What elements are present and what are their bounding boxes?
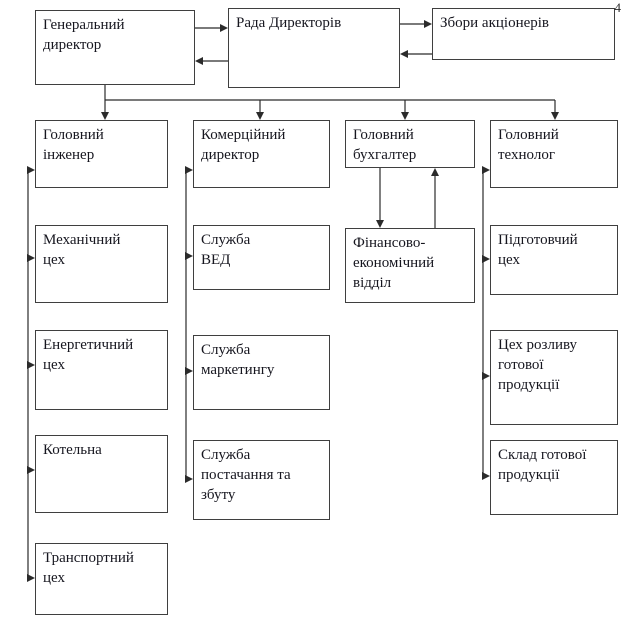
rail-technologist-column	[482, 166, 490, 480]
link-board-shareholders	[400, 20, 432, 58]
box-marketing-service: Служба маркетингу	[193, 335, 330, 410]
box-energy-shop: Енергетичний цех	[35, 330, 168, 410]
box-chief-technologist: Головний технолог	[490, 120, 618, 188]
box-foreign-trade-service: Служба ВЕД	[193, 225, 330, 290]
box-bottling-shop: Цех розливу готової продукції	[490, 330, 618, 425]
link-director-departments	[101, 85, 559, 120]
rail-engineer-column	[27, 166, 35, 582]
page-number: 4	[614, 0, 622, 15]
box-boiler-house: Котельна	[35, 435, 168, 513]
link-director-board	[195, 24, 228, 65]
box-chief-accountant: Головний бухгалтер	[345, 120, 475, 168]
rail-commercial-column	[185, 166, 193, 483]
box-board-of-directors: Рада Директорів	[228, 8, 400, 88]
box-finished-goods-warehouse: Склад готової продукції	[490, 440, 618, 515]
box-general-director: Генеральний директор	[35, 10, 195, 85]
box-supply-sales-service: Служба постачання та збуту	[193, 440, 330, 520]
box-preparatory-shop: Підготовчий цех	[490, 225, 618, 295]
box-finance-economic-dept: Фінансово- економічний відділ	[345, 228, 475, 303]
box-transport-shop: Транспортний цех	[35, 543, 168, 615]
box-mechanical-shop: Механічний цех	[35, 225, 168, 303]
box-commercial-director: Комерційний директор	[193, 120, 330, 188]
link-accountant-finance	[376, 168, 439, 228]
box-chief-engineer: Головний інженер	[35, 120, 168, 188]
box-shareholders-meeting: Збори акціонерів	[432, 8, 615, 60]
